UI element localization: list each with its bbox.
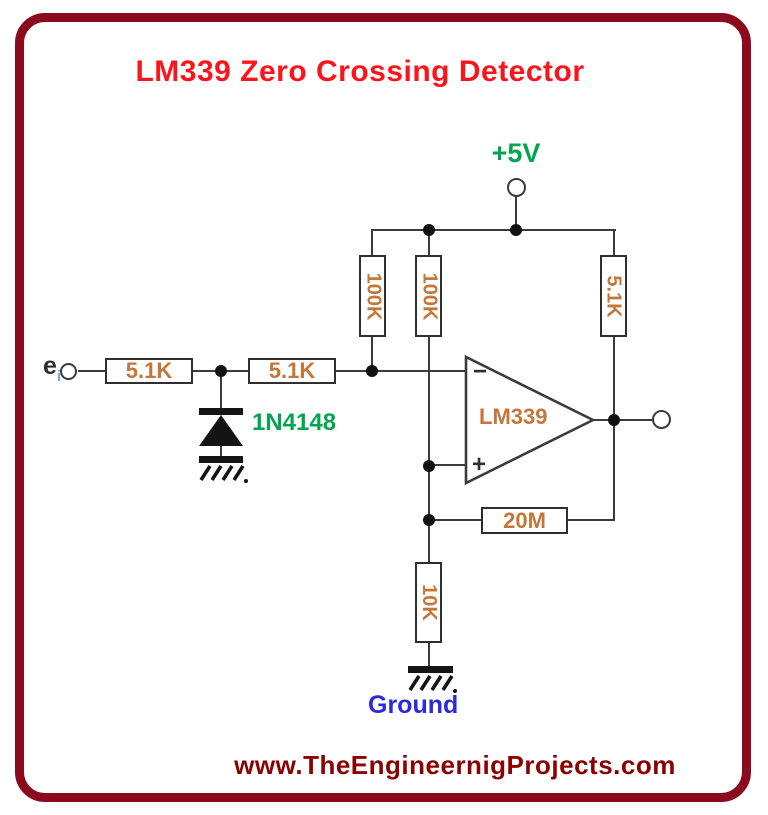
wire — [334, 370, 468, 373]
ground-hatch-icon — [199, 465, 248, 483]
diode-triangle — [199, 415, 243, 446]
wire — [220, 445, 223, 459]
resistor-label: 100K — [362, 272, 384, 320]
resistor-label: 10K — [418, 584, 441, 621]
input-signal-symbol: e — [43, 352, 57, 380]
wire-supply-rail — [371, 229, 616, 232]
diode-label: 1N4148 — [252, 409, 337, 436]
junction-dot — [608, 414, 620, 426]
junction-dot — [215, 365, 227, 377]
resistor-bias-lower: 10K — [415, 562, 442, 643]
diagram-frame — [15, 13, 751, 802]
output-terminal — [652, 410, 671, 429]
junction-dot — [510, 224, 522, 236]
wire — [78, 370, 106, 373]
wire — [428, 642, 431, 670]
input-signal-label: ei — [43, 352, 61, 385]
wire — [613, 336, 616, 521]
ground-hatch-icon — [408, 675, 457, 693]
wire — [429, 464, 467, 467]
wire — [371, 231, 374, 256]
ground-symbol-bar — [408, 666, 453, 673]
wire — [566, 519, 615, 522]
resistor-label: 5.1K — [125, 358, 173, 383]
resistor-pullup-left: 100K — [359, 255, 386, 337]
resistor-label: 5.1K — [268, 358, 316, 383]
diagram-title: LM339 Zero Crossing Detector — [135, 55, 585, 88]
wire — [220, 372, 223, 410]
junction-dot — [423, 224, 435, 236]
junction-dot — [366, 365, 378, 377]
resistor-input-series-2: 5.1K — [248, 358, 336, 384]
vcc-terminal — [507, 178, 526, 197]
input-terminal — [60, 363, 77, 380]
wire — [428, 336, 431, 564]
wire-output — [592, 419, 654, 422]
diode-cathode-bar — [199, 408, 243, 415]
resistor-label: 20M — [503, 507, 546, 533]
opamp-triangle — [464, 354, 596, 486]
resistor-output-pullup: 5.1K — [600, 255, 627, 337]
website-footer: www.TheEngineernigProjects.com — [234, 750, 676, 780]
wire — [428, 231, 431, 256]
wire — [613, 231, 616, 256]
wire — [371, 336, 374, 372]
resistor-input-series-1: 5.1K — [105, 358, 193, 384]
resistor-pullup-mid: 100K — [415, 255, 442, 337]
vcc-label: +5V — [491, 138, 541, 168]
junction-dot — [423, 514, 435, 526]
wire — [515, 195, 518, 230]
opamp-label: LM339 — [479, 404, 548, 429]
input-signal-subscript: i — [56, 368, 62, 385]
resistor-label: 100K — [418, 272, 440, 320]
ground-symbol-bar — [199, 456, 243, 463]
ground-label: Ground — [368, 691, 459, 719]
opamp-inverting-input-sign: − — [473, 358, 488, 385]
opamp-noninverting-input-sign: + — [472, 451, 487, 478]
resistor-label: 5.1K — [603, 274, 625, 318]
wire — [430, 519, 483, 522]
resistor-feedback: 20M — [481, 507, 568, 534]
junction-dot — [423, 460, 435, 472]
